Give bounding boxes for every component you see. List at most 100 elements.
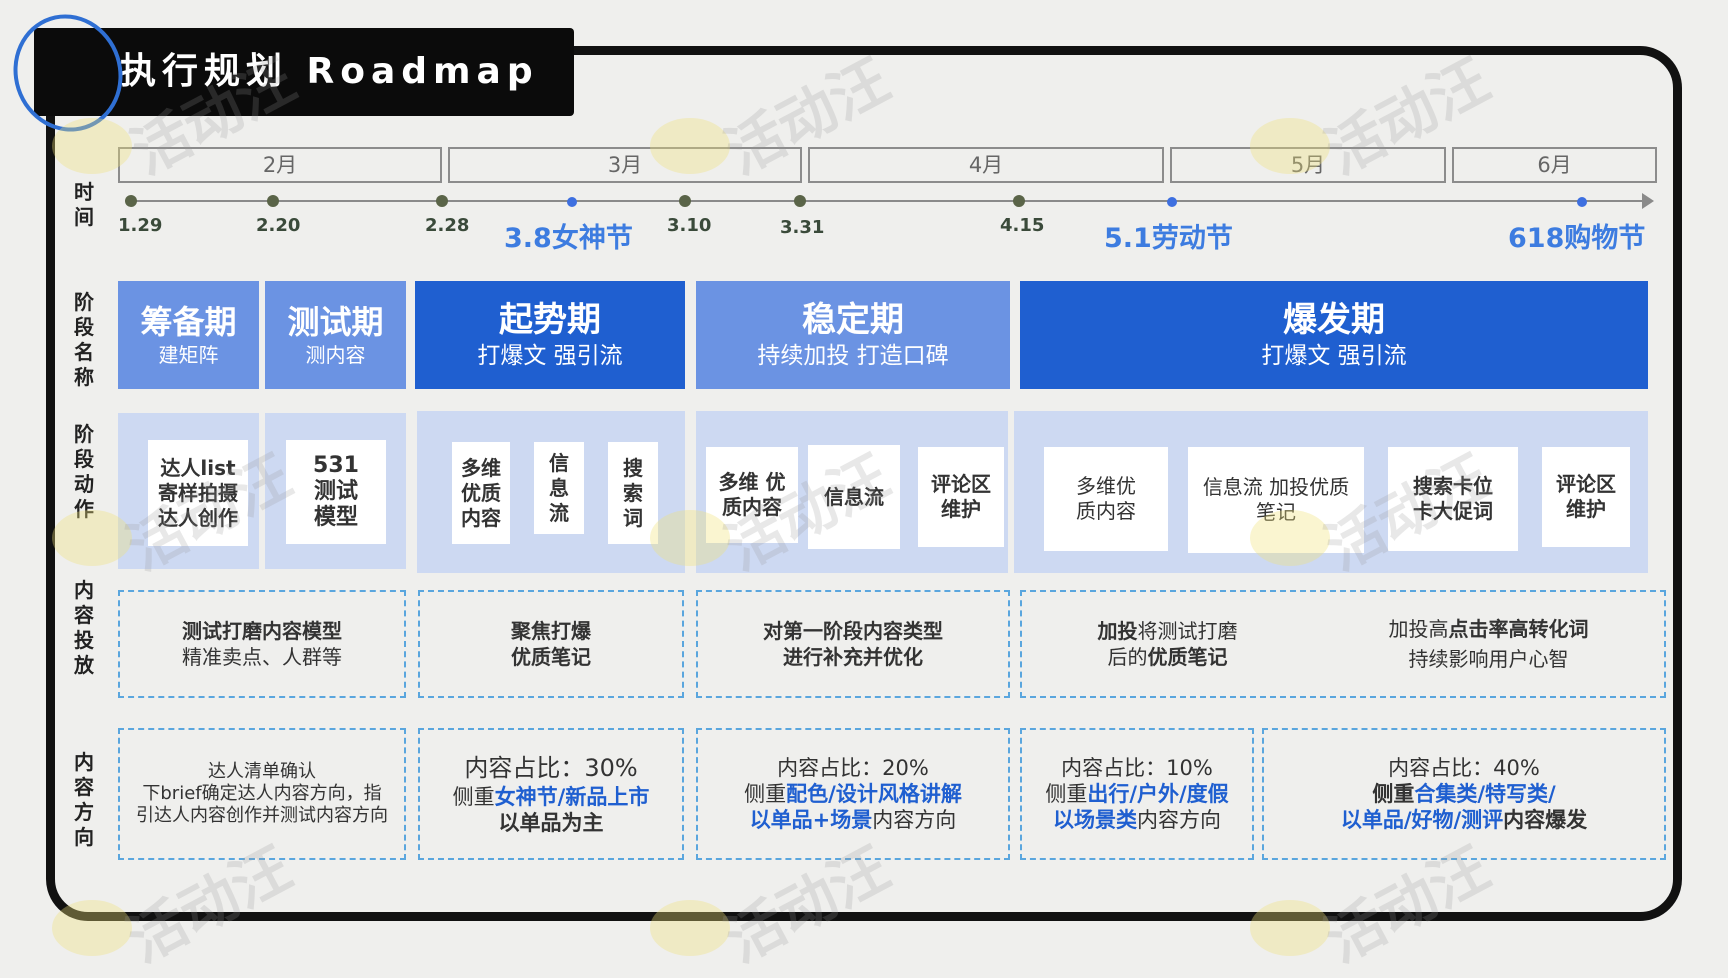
direction-text: 侧重 [452, 785, 495, 809]
phase-prep: 筹备期 建矩阵 [118, 281, 259, 389]
direction-text: 达人清单确认 [208, 761, 316, 782]
direction-ratio: 内容占比：20% [777, 756, 929, 780]
festival-dot [567, 197, 577, 207]
direction-box-1: 达人清单确认 下brief确定达人内容方向，指引达人内容创作并测试内容方向 [118, 728, 406, 860]
phase-name: 爆发期 [1283, 300, 1385, 340]
action-card: 多维 优质内容 [706, 447, 798, 543]
delivery-box-3: 对第一阶段内容类型 进行补充并优化 [696, 590, 1010, 698]
action-card: 搜 索 词 [608, 442, 658, 544]
festival-label-labor-day: 5.1劳动节 [1104, 223, 1233, 254]
action-card: 达人list 寄样拍摄 达人创作 [148, 440, 248, 546]
delivery-group: 加投高点击率高转化词 持续影响用户心智 [1389, 614, 1589, 674]
action-card: 评论区 维护 [918, 447, 1004, 547]
timeline-arrow-icon [1642, 193, 1654, 209]
direction-text: 配色/设计风格讲解 [786, 782, 962, 806]
action-card: 531 测试 模型 [286, 440, 386, 544]
action-card: 信息流 加投优质笔记 [1188, 447, 1364, 553]
month-may: 5月 [1170, 147, 1446, 183]
phase-sub: 打爆文 强引流 [477, 343, 623, 369]
phase-name: 起势期 [499, 300, 601, 340]
month-feb: 2月 [118, 147, 442, 183]
timeline-dot [679, 195, 691, 207]
date-label: 2.28 [425, 215, 470, 236]
direction-ratio: 内容占比：30% [464, 754, 638, 782]
direction-box-4: 内容占比：10% 侧重出行/户外/度假 以场景类内容方向 [1020, 728, 1254, 860]
delivery-text: 聚焦打爆 [511, 619, 591, 643]
phase-burst: 爆发期 打爆文 强引流 [1020, 281, 1648, 389]
timeline-dot [436, 195, 448, 207]
timeline-dot [1013, 195, 1025, 207]
timeline-dot [794, 195, 806, 207]
delivery-text: 进行补充并优化 [783, 645, 923, 669]
watermark-mascot-icon [1250, 900, 1330, 956]
direction-text: 以单品/好物/测评 [1340, 808, 1504, 832]
direction-text: 以单品为主 [498, 811, 604, 835]
delivery-text: 点击率高转化词 [1448, 617, 1589, 641]
date-label: 4.15 [1000, 215, 1045, 236]
delivery-text: 加投高 [1388, 617, 1449, 641]
watermark-mascot-icon [650, 510, 730, 566]
row-label-content-direction: 内容方向 [74, 750, 94, 849]
delivery-text: 优质笔记 [1147, 645, 1228, 669]
watermark-mascot-icon [1250, 118, 1330, 174]
delivery-text: 优质笔记 [511, 645, 591, 669]
phase-sub: 打爆文 强引流 [1261, 343, 1407, 369]
watermark-mascot-icon [52, 510, 132, 566]
action-card: 多维 优质 内容 [452, 442, 510, 544]
festival-label-618: 618购物节 [1508, 223, 1646, 254]
direction-text: 侧重 [744, 782, 787, 806]
direction-text: 内容爆发 [1503, 808, 1588, 832]
direction-box-5: 内容占比：40% 侧重合集类/特写类/ 以单品/好物/测评内容爆发 [1262, 728, 1666, 860]
delivery-text: 精准卖点、人群等 [182, 645, 342, 669]
phase-name: 筹备期 [140, 303, 237, 341]
row-label-phase-name: 阶段名称 [74, 290, 94, 389]
page-title: 执行规划 Roadmap [34, 28, 574, 116]
delivery-text: 对第一阶段内容类型 [763, 619, 943, 643]
direction-text: 出行/户外/度假 [1087, 782, 1229, 806]
phase-sub: 建矩阵 [158, 343, 219, 367]
date-label: 2.20 [256, 215, 301, 236]
direction-box-3: 内容占比：20% 侧重配色/设计风格讲解 以单品+场景内容方向 [696, 728, 1010, 860]
date-label: 3.31 [780, 217, 825, 238]
watermark-mascot-icon [650, 900, 730, 956]
direction-text: 内容方向 [1137, 808, 1221, 832]
watermark-mascot-icon [52, 900, 132, 956]
direction-text: 侧重 [1372, 782, 1415, 806]
delivery-text: 后的 [1107, 645, 1148, 669]
direction-ratio: 内容占比：10% [1061, 756, 1213, 780]
direction-text: 下brief确定达人内容方向，指引达人内容创作并测试内容方向 [136, 783, 388, 826]
direction-box-2: 内容占比：30% 侧重女神节/新品上市 以单品为主 [418, 728, 684, 860]
watermark-mascot-icon [650, 118, 730, 174]
date-label: 1.29 [118, 215, 163, 236]
action-card: 多维优 质内容 [1044, 447, 1168, 551]
row-label-time: 时间 [74, 180, 94, 229]
festival-dot [1167, 197, 1177, 207]
delivery-text: 加投 [1097, 619, 1138, 643]
direction-text: 侧重 [1045, 782, 1088, 806]
row-label-phase-action: 阶段动作 [74, 422, 94, 521]
timeline-dot [125, 195, 137, 207]
phase-sub: 测内容 [305, 343, 366, 367]
phase-sub: 持续加投 打造口碑 [757, 343, 949, 369]
delivery-group: 加投将测试打磨 后的优质笔记 [1098, 618, 1238, 670]
festival-label-womens-day: 3.8女神节 [504, 223, 633, 254]
action-card: 信息流 [808, 445, 900, 549]
action-card: 搜索卡位 卡大促词 [1388, 447, 1518, 551]
month-jun: 6月 [1452, 147, 1657, 183]
phase-name: 稳定期 [802, 300, 904, 340]
phase-stable: 稳定期 持续加投 打造口碑 [696, 281, 1010, 389]
month-apr: 4月 [808, 147, 1164, 183]
action-card: 信 息 流 [534, 442, 584, 534]
action-card: 评论区 维护 [1542, 447, 1630, 547]
delivery-box-2: 聚焦打爆 优质笔记 [418, 590, 684, 698]
direction-text: 以场景类 [1053, 808, 1137, 832]
watermark-mascot-icon [1250, 510, 1330, 566]
date-label: 3.10 [667, 215, 712, 236]
row-label-content-delivery: 内容投放 [74, 578, 94, 677]
watermark-mascot-icon [52, 118, 132, 174]
phase-name: 测试期 [287, 303, 384, 341]
direction-text: 内容方向 [872, 808, 957, 832]
timeline-dot [267, 195, 279, 207]
direction-ratio: 内容占比：40% [1388, 756, 1540, 780]
direction-text: 女神节/新品上市 [494, 785, 650, 809]
